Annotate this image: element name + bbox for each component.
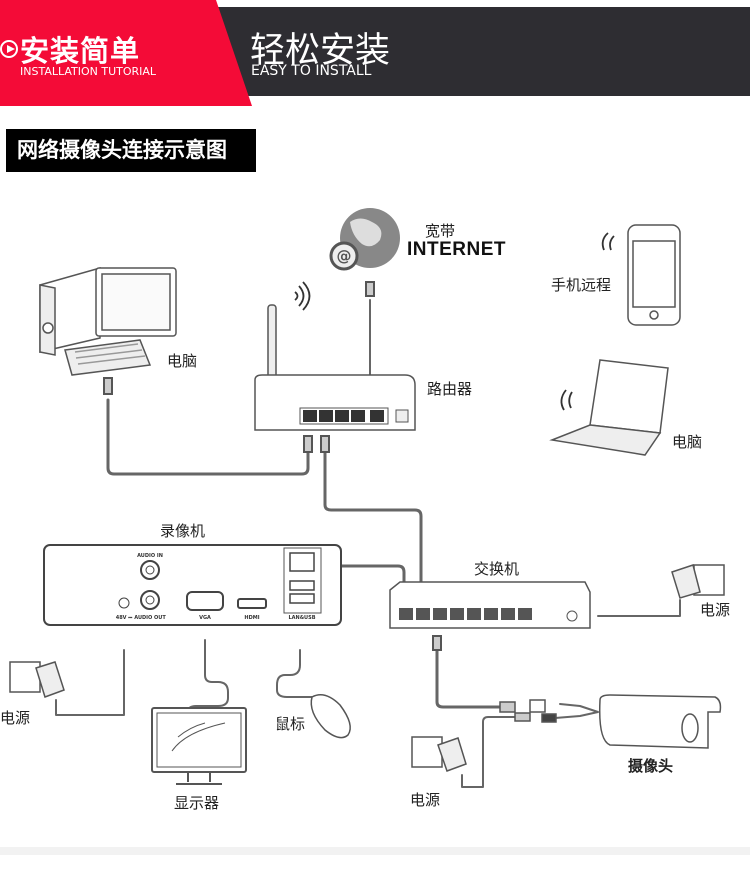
nvr-label: 录像机 [160,522,206,540]
cable-mouse [276,649,313,698]
router-icon [254,281,416,431]
internet-label-en: INTERNET [407,239,506,260]
header-subtitle: EASY TO INSTALL [251,63,372,79]
port-label-lan-usb: LAN&USB [288,615,315,621]
mouse-icon [310,694,351,739]
desktop-pc-icon [39,267,177,376]
port-label-power: 48V ⎓ [116,615,133,621]
phone-icon [601,224,681,326]
switch-device-icon [389,581,591,629]
cable-nvr-switch [338,564,406,592]
camera-pigtail [554,703,599,719]
desktop-pc-label: 电脑 [167,352,198,370]
monitor-icon [151,707,247,785]
cable-nvr-power [55,649,125,716]
cable-camera-power [461,716,516,788]
laptop-label: 电脑 [672,433,703,451]
phone-label: 手机远程 [551,276,612,294]
installation-heading-text: 安装简单 [20,34,141,68]
ip-camera-icon [499,694,722,749]
internet-label-cn: 宽带 [425,222,456,240]
header-banner-red [0,0,252,106]
cable-vga [187,639,229,713]
svg-text:@: @ [337,247,352,265]
cable-switch-power [597,599,681,617]
footer-divider [0,847,750,855]
laptop-icon [549,359,669,456]
power-adapter-icons [9,564,725,772]
router-label: 路由器 [427,380,473,398]
cables [55,299,681,788]
nvr-device-icon: AUDIO IN 48V ⎓ AUDIO OUT VGA HDMI LAN&US… [43,544,342,626]
monitor-label: 显示器 [174,794,220,812]
header-title: 轻松安装 [250,31,391,71]
port-label-audio-out: AUDIO OUT [134,615,166,621]
port-label-hdmi: HDMI [244,615,259,621]
mouse-label: 鼠标 [275,715,306,733]
camera-label: 摄像头 [628,757,674,775]
installation-heading: 安装简单 [0,28,140,70]
port-label-vga: VGA [199,615,211,621]
switch-power-label: 电源 [700,601,731,619]
switch-label: 交换机 [474,560,520,578]
cable-router-switch [323,450,423,587]
cable-switch-camera [435,648,502,709]
wifi-signal-icon [294,281,311,311]
internet-globe-icon: @ [329,208,400,271]
installation-subheading: INSTALLATION TUTORIAL [20,65,157,78]
section-title: 网络摄像头连接示意图 [6,129,256,172]
port-label-audio-in: AUDIO IN [137,553,163,559]
camera-power-label: 电源 [410,791,441,809]
nvr-power-label: 电源 [0,709,31,727]
play-circle-icon [0,40,18,58]
cable-pc-router [106,398,310,476]
